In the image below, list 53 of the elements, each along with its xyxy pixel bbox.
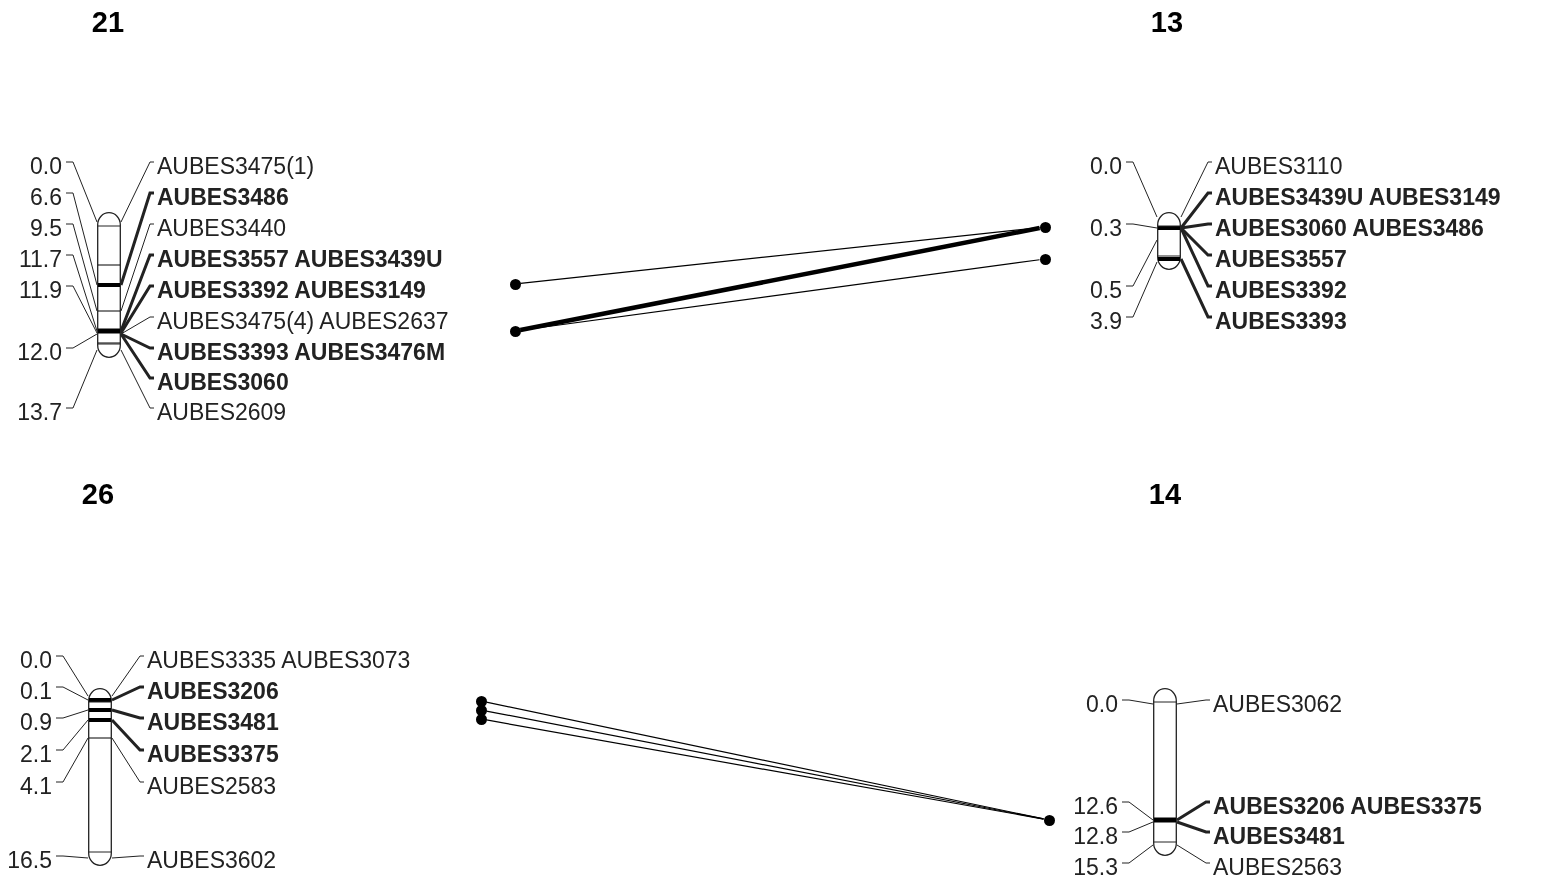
- linkage-group-title: 14: [1148, 477, 1182, 511]
- marker-name: AUBES2583: [147, 773, 277, 799]
- marker-name: AUBES3393 AUBES3476M: [157, 339, 446, 365]
- marker-name: AUBES3557: [1215, 246, 1347, 272]
- marker-name: AUBES3439U AUBES3149: [1215, 184, 1501, 210]
- position-value: 13.7: [17, 399, 62, 425]
- position-value: 0.9: [20, 709, 52, 735]
- connector-line: [519, 225, 1041, 333]
- position-value: 6.6: [30, 184, 62, 210]
- marker-name: AUBES3602: [147, 847, 277, 873]
- position-value: 0.0: [1090, 153, 1122, 179]
- marker-name: AUBES3393: [1215, 308, 1347, 334]
- position-value: 0.0: [1086, 691, 1118, 717]
- marker-name: AUBES3060: [157, 369, 289, 395]
- marker-name: AUBES3392: [1215, 277, 1347, 303]
- position-value: 9.5: [30, 215, 62, 241]
- position-value: 0.1: [20, 678, 52, 704]
- marker-name: AUBES3475(4) AUBES2637: [157, 308, 449, 334]
- position-value: 11.7: [18, 246, 62, 272]
- marker-name: AUBES3392 AUBES3149: [157, 277, 426, 303]
- position-value: 12.8: [1073, 823, 1118, 849]
- position-value: 16.5: [7, 847, 52, 873]
- marker-name: AUBES3557 AUBES3439U: [157, 246, 443, 272]
- marker-name: AUBES3481: [147, 709, 279, 735]
- position-value: 4.1: [20, 773, 52, 799]
- marker-name: AUBES3486: [157, 184, 289, 210]
- marker-name: AUBES3060 AUBES3486: [1215, 215, 1484, 241]
- marker-name: AUBES2563: [1213, 854, 1343, 880]
- position-value: 11.9: [18, 277, 62, 303]
- connector-line: [519, 259, 1041, 331]
- linkage-group-title: 13: [1150, 5, 1184, 39]
- marker-name: AUBES3475(1): [157, 153, 315, 179]
- position-value: 0.3: [1090, 215, 1122, 241]
- position-value: 3.9: [1090, 308, 1122, 334]
- position-value: 12.6: [1073, 793, 1118, 819]
- marker-name: AUBES3440: [157, 215, 287, 241]
- marker-name: AUBES3206 AUBES3375: [1213, 793, 1482, 819]
- linkage-group-title: 26: [81, 477, 115, 511]
- marker-name: AUBES3062: [1213, 691, 1343, 717]
- position-value: 0.0: [30, 153, 62, 179]
- position-value: 12.0: [17, 339, 62, 365]
- position-value: 0.0: [20, 647, 52, 673]
- position-value: 0.5: [1090, 277, 1122, 303]
- marker-name: AUBES3335 AUBES3073: [147, 647, 411, 673]
- marker-name: AUBES3110: [1215, 153, 1343, 179]
- marker-name: AUBES3206: [147, 678, 279, 704]
- marker-name: AUBES3375: [147, 741, 279, 767]
- marker-name: AUBES2609: [157, 399, 287, 425]
- marker-name: AUBES3481: [1213, 823, 1345, 849]
- connector-line: [519, 227, 1041, 284]
- position-value: 15.3: [1073, 854, 1118, 880]
- position-value: 2.1: [20, 741, 52, 767]
- linkage-group-title: 21: [91, 5, 125, 39]
